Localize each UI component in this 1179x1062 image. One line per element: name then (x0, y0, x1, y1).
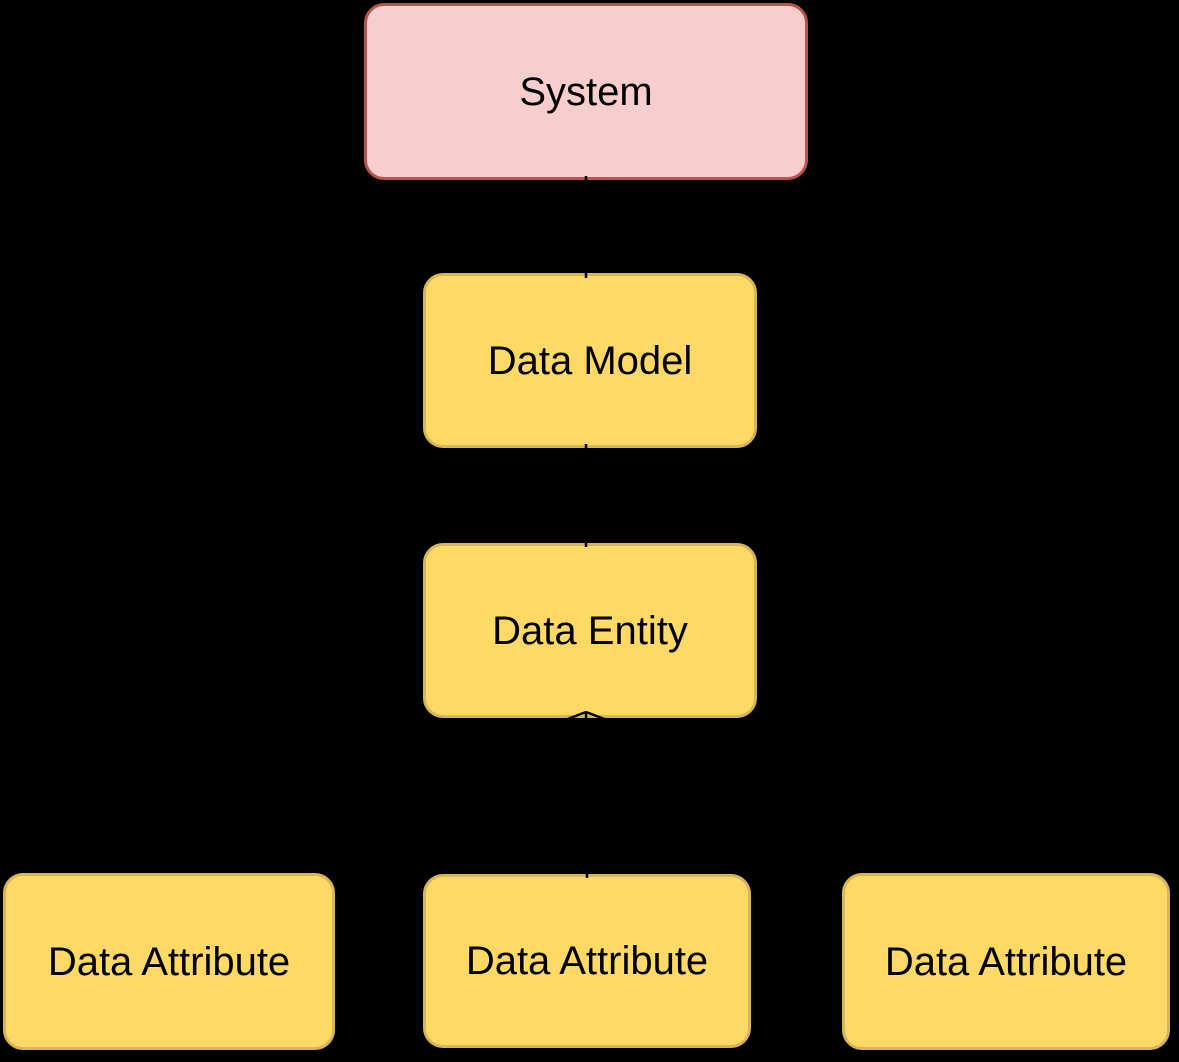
edge-data-entity-to-data-attribute-2 (584, 711, 589, 879)
node-data-attribute-3-label: Data Attribute (884, 939, 1128, 984)
edge-data-entity-to-data-attribute-1 (168, 710, 587, 874)
node-data-model-label: Data Model (487, 338, 693, 383)
node-data-model: Data Model (423, 273, 757, 448)
node-data-attribute-1: Data Attribute (3, 873, 335, 1050)
node-data-attribute-2: Data Attribute (423, 874, 751, 1048)
node-data-attribute-2-label: Data Attribute (465, 939, 709, 983)
node-data-attribute-1-label: Data Attribute (47, 939, 291, 984)
edge-data-entity-to-data-attribute-3 (585, 710, 1006, 874)
node-system-label: System (519, 69, 653, 114)
node-system: System (364, 3, 808, 180)
node-data-entity-label: Data Entity (492, 608, 688, 653)
node-data-attribute-3: Data Attribute (842, 873, 1170, 1050)
node-data-entity: Data Entity (423, 543, 757, 718)
